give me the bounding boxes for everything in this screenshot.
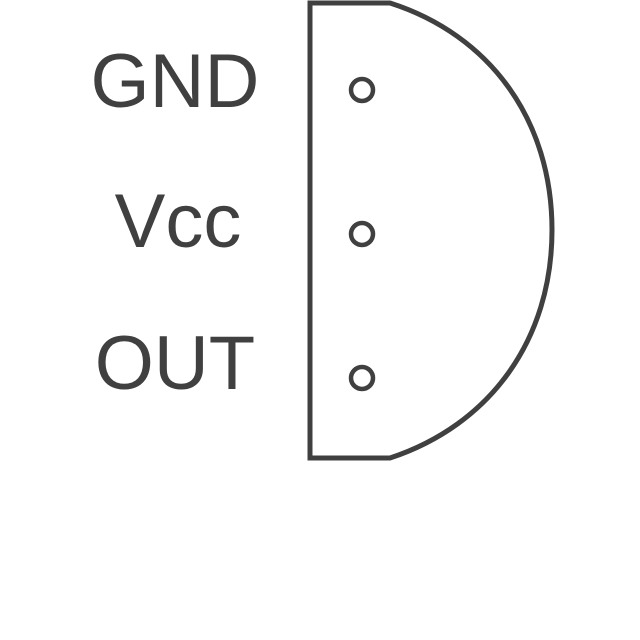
- pin-hole-out: [348, 364, 376, 392]
- pin-label-vcc: Vcc: [114, 179, 242, 264]
- pin-label-gnd: GND: [90, 39, 260, 124]
- sensor-body-shape: [307, 0, 555, 461]
- pin-hole-vcc: [348, 220, 376, 248]
- pin-hole-gnd: [348, 76, 376, 104]
- pin-label-out: OUT: [94, 321, 256, 406]
